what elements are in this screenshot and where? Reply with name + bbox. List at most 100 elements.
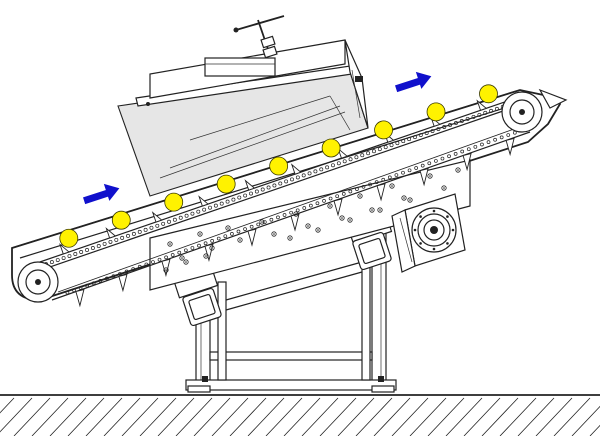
return-cleat bbox=[247, 228, 257, 247]
hatch-line bbox=[0, 397, 15, 414]
chain-link bbox=[114, 237, 119, 242]
chain-link bbox=[276, 215, 280, 220]
chain-link bbox=[282, 213, 287, 217]
chain-link bbox=[394, 173, 399, 177]
hatch-line bbox=[31, 397, 69, 436]
belt-bottom-edge bbox=[36, 102, 525, 273]
bolt bbox=[389, 183, 395, 189]
stand-base-beam bbox=[185, 379, 397, 391]
chain-link bbox=[348, 157, 353, 162]
chain-link bbox=[372, 149, 376, 154]
chain-link bbox=[473, 144, 478, 149]
chain-link bbox=[506, 133, 511, 137]
chain-link bbox=[155, 223, 160, 228]
chain-link bbox=[170, 253, 175, 257]
hatch-line bbox=[13, 397, 51, 436]
chain-link bbox=[284, 179, 289, 184]
chain-link bbox=[96, 243, 101, 248]
bolt-center bbox=[273, 233, 275, 235]
chain-link bbox=[202, 207, 207, 212]
chain-link bbox=[307, 171, 312, 176]
bolt bbox=[259, 219, 265, 225]
chain-link bbox=[55, 258, 60, 263]
chain-link bbox=[278, 181, 283, 186]
chain-link bbox=[336, 161, 341, 166]
hatch-line bbox=[445, 397, 483, 436]
top-cleat bbox=[290, 163, 302, 175]
chain-link bbox=[111, 274, 116, 279]
chain-link bbox=[413, 135, 417, 140]
bolt-center bbox=[429, 175, 431, 177]
bolt bbox=[407, 197, 413, 203]
chain-link bbox=[342, 159, 347, 164]
chain-link bbox=[85, 248, 89, 252]
bolt bbox=[369, 207, 375, 213]
top-cleat bbox=[337, 147, 349, 159]
hatch-line bbox=[0, 397, 33, 433]
chain-link bbox=[407, 168, 412, 173]
bolt-center bbox=[349, 219, 351, 221]
chain-link bbox=[249, 191, 253, 196]
chain-link bbox=[315, 201, 320, 206]
chain-link bbox=[483, 110, 488, 115]
foot-right bbox=[371, 385, 395, 393]
hatch-line bbox=[49, 397, 87, 436]
bolt bbox=[427, 173, 433, 179]
chain-link bbox=[480, 142, 484, 147]
top-cleat bbox=[244, 179, 256, 191]
motor-bolt bbox=[451, 228, 455, 232]
bolt bbox=[167, 241, 173, 247]
chain-link bbox=[335, 194, 340, 199]
hatch-line bbox=[193, 397, 231, 436]
chain-link bbox=[290, 177, 294, 182]
arrow-shape bbox=[395, 71, 432, 93]
chain-link bbox=[309, 203, 313, 208]
chain-link bbox=[295, 208, 300, 213]
bolt bbox=[271, 231, 277, 237]
bolt-center bbox=[329, 205, 331, 207]
chain-link bbox=[161, 221, 166, 226]
chain-link bbox=[377, 147, 382, 152]
flow-direction-arrow bbox=[395, 71, 432, 93]
chain-link bbox=[137, 229, 142, 234]
bolt-center bbox=[211, 247, 213, 249]
flow-direction-arrow bbox=[83, 183, 120, 205]
chain-link bbox=[72, 288, 76, 293]
chain-link bbox=[440, 156, 445, 161]
bolt bbox=[197, 231, 203, 237]
chain-link bbox=[137, 264, 142, 269]
foot-left bbox=[187, 385, 211, 393]
bolt bbox=[179, 255, 185, 261]
bolt-center bbox=[205, 255, 207, 257]
frame-bolts bbox=[163, 167, 461, 273]
hatch-line bbox=[229, 397, 267, 436]
chain-link bbox=[389, 143, 394, 148]
bolt bbox=[203, 253, 209, 259]
chain-link bbox=[177, 250, 182, 255]
bolt bbox=[305, 223, 311, 229]
chain-link bbox=[256, 222, 261, 227]
chain-link bbox=[465, 116, 470, 121]
chain-link bbox=[196, 209, 201, 214]
drive-motor bbox=[391, 193, 466, 273]
chain-link bbox=[471, 114, 476, 119]
bolt-center bbox=[379, 209, 381, 211]
chain-link bbox=[289, 210, 293, 215]
chain-link bbox=[355, 187, 359, 192]
chain-link bbox=[499, 135, 504, 140]
chain-link bbox=[319, 167, 324, 172]
bolt-center bbox=[185, 261, 187, 263]
motor-bolt bbox=[432, 209, 436, 213]
hatch-line bbox=[517, 397, 555, 436]
chain-link bbox=[354, 155, 359, 160]
chain-link bbox=[401, 139, 406, 144]
chain-link bbox=[144, 262, 149, 267]
bolt bbox=[327, 203, 333, 209]
bolt bbox=[339, 215, 345, 221]
chain-link bbox=[197, 243, 201, 248]
chain-link bbox=[184, 213, 189, 218]
head-pulley bbox=[501, 91, 543, 133]
chain-link bbox=[167, 219, 171, 224]
chain-link bbox=[269, 217, 274, 222]
